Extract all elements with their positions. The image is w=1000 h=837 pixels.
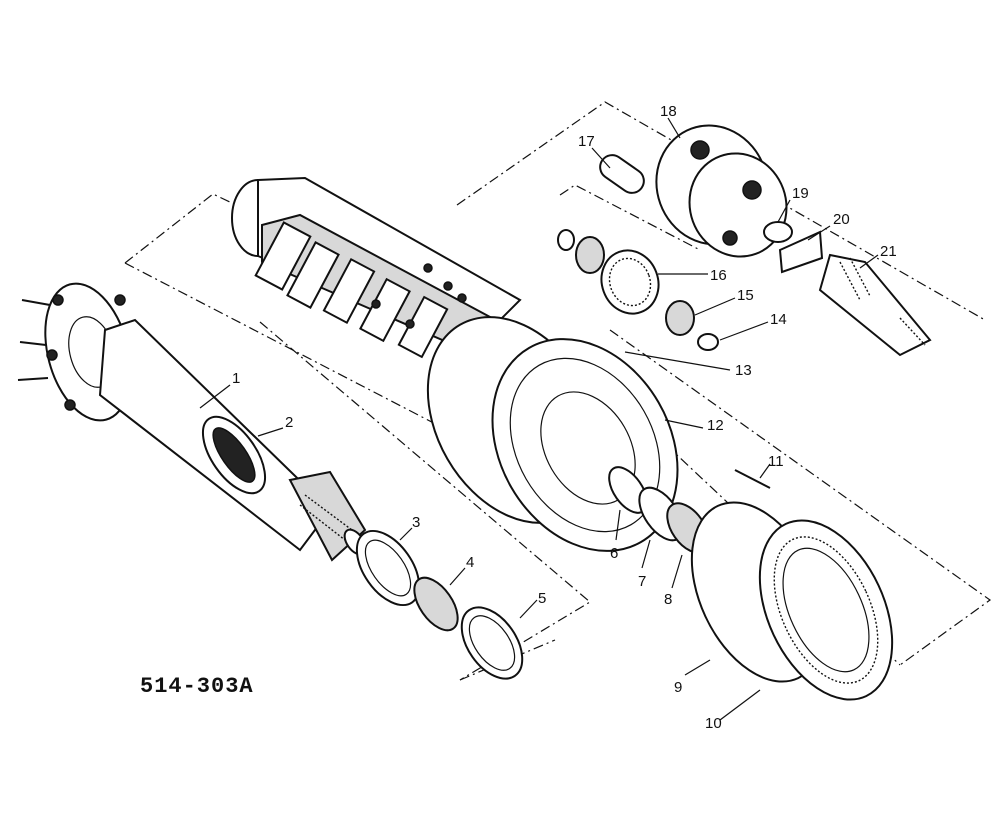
callout-17: 17 <box>578 133 595 150</box>
callout-21: 21 <box>880 243 897 260</box>
bearing-cup-inner <box>468 615 516 671</box>
ring-gear-bore <box>782 547 870 673</box>
dowel-pin <box>734 469 771 489</box>
callout-18: 18 <box>660 103 677 120</box>
callout-4: 4 <box>466 554 474 571</box>
callout-16: 16 <box>710 267 727 284</box>
seal-ring-inner <box>364 539 412 597</box>
callout-7: 7 <box>638 573 646 590</box>
diagram-reference-code: 514-303A <box>140 674 254 699</box>
planet-bearing <box>575 236 605 274</box>
callout-11: 11 <box>768 453 784 470</box>
callout-10: 10 <box>705 715 722 732</box>
callout-labels: 1 2 3 4 5 6 7 8 9 10 11 12 13 14 15 16 1… <box>232 103 897 732</box>
roller-bearing-cone <box>413 576 459 632</box>
planet-gear <box>600 249 660 315</box>
callout-9: 9 <box>674 679 682 696</box>
callout-20: 20 <box>833 211 850 228</box>
callout-1: 1 <box>232 370 240 387</box>
ring-gear-teeth <box>773 536 879 684</box>
callout-6: 6 <box>610 545 618 562</box>
planet-bearing-outer <box>665 300 695 336</box>
planet-carrier-group <box>557 124 932 357</box>
sun-gear-shaft <box>818 253 932 357</box>
planet-gear-teeth <box>608 257 652 307</box>
sun-gear-washer <box>763 221 793 243</box>
planet-washer <box>697 333 719 351</box>
lock-plate <box>778 230 824 274</box>
axle-housing <box>231 176 679 552</box>
callout-3: 3 <box>412 514 420 531</box>
ring-gear <box>758 519 894 701</box>
callout-5: 5 <box>538 590 546 607</box>
callout-2: 2 <box>285 414 293 431</box>
shaft-seal-inner <box>212 427 256 483</box>
callout-15: 15 <box>737 287 754 304</box>
bearing-cup <box>460 606 524 680</box>
thrust-washer <box>557 229 575 251</box>
leader-lines <box>199 117 879 721</box>
axle-shaft <box>17 282 367 562</box>
callout-14: 14 <box>770 311 787 328</box>
callout-8: 8 <box>664 591 672 608</box>
callout-13: 13 <box>735 362 752 379</box>
callout-19: 19 <box>792 185 809 202</box>
seal-ring <box>355 529 421 607</box>
callout-12: 12 <box>707 417 724 434</box>
